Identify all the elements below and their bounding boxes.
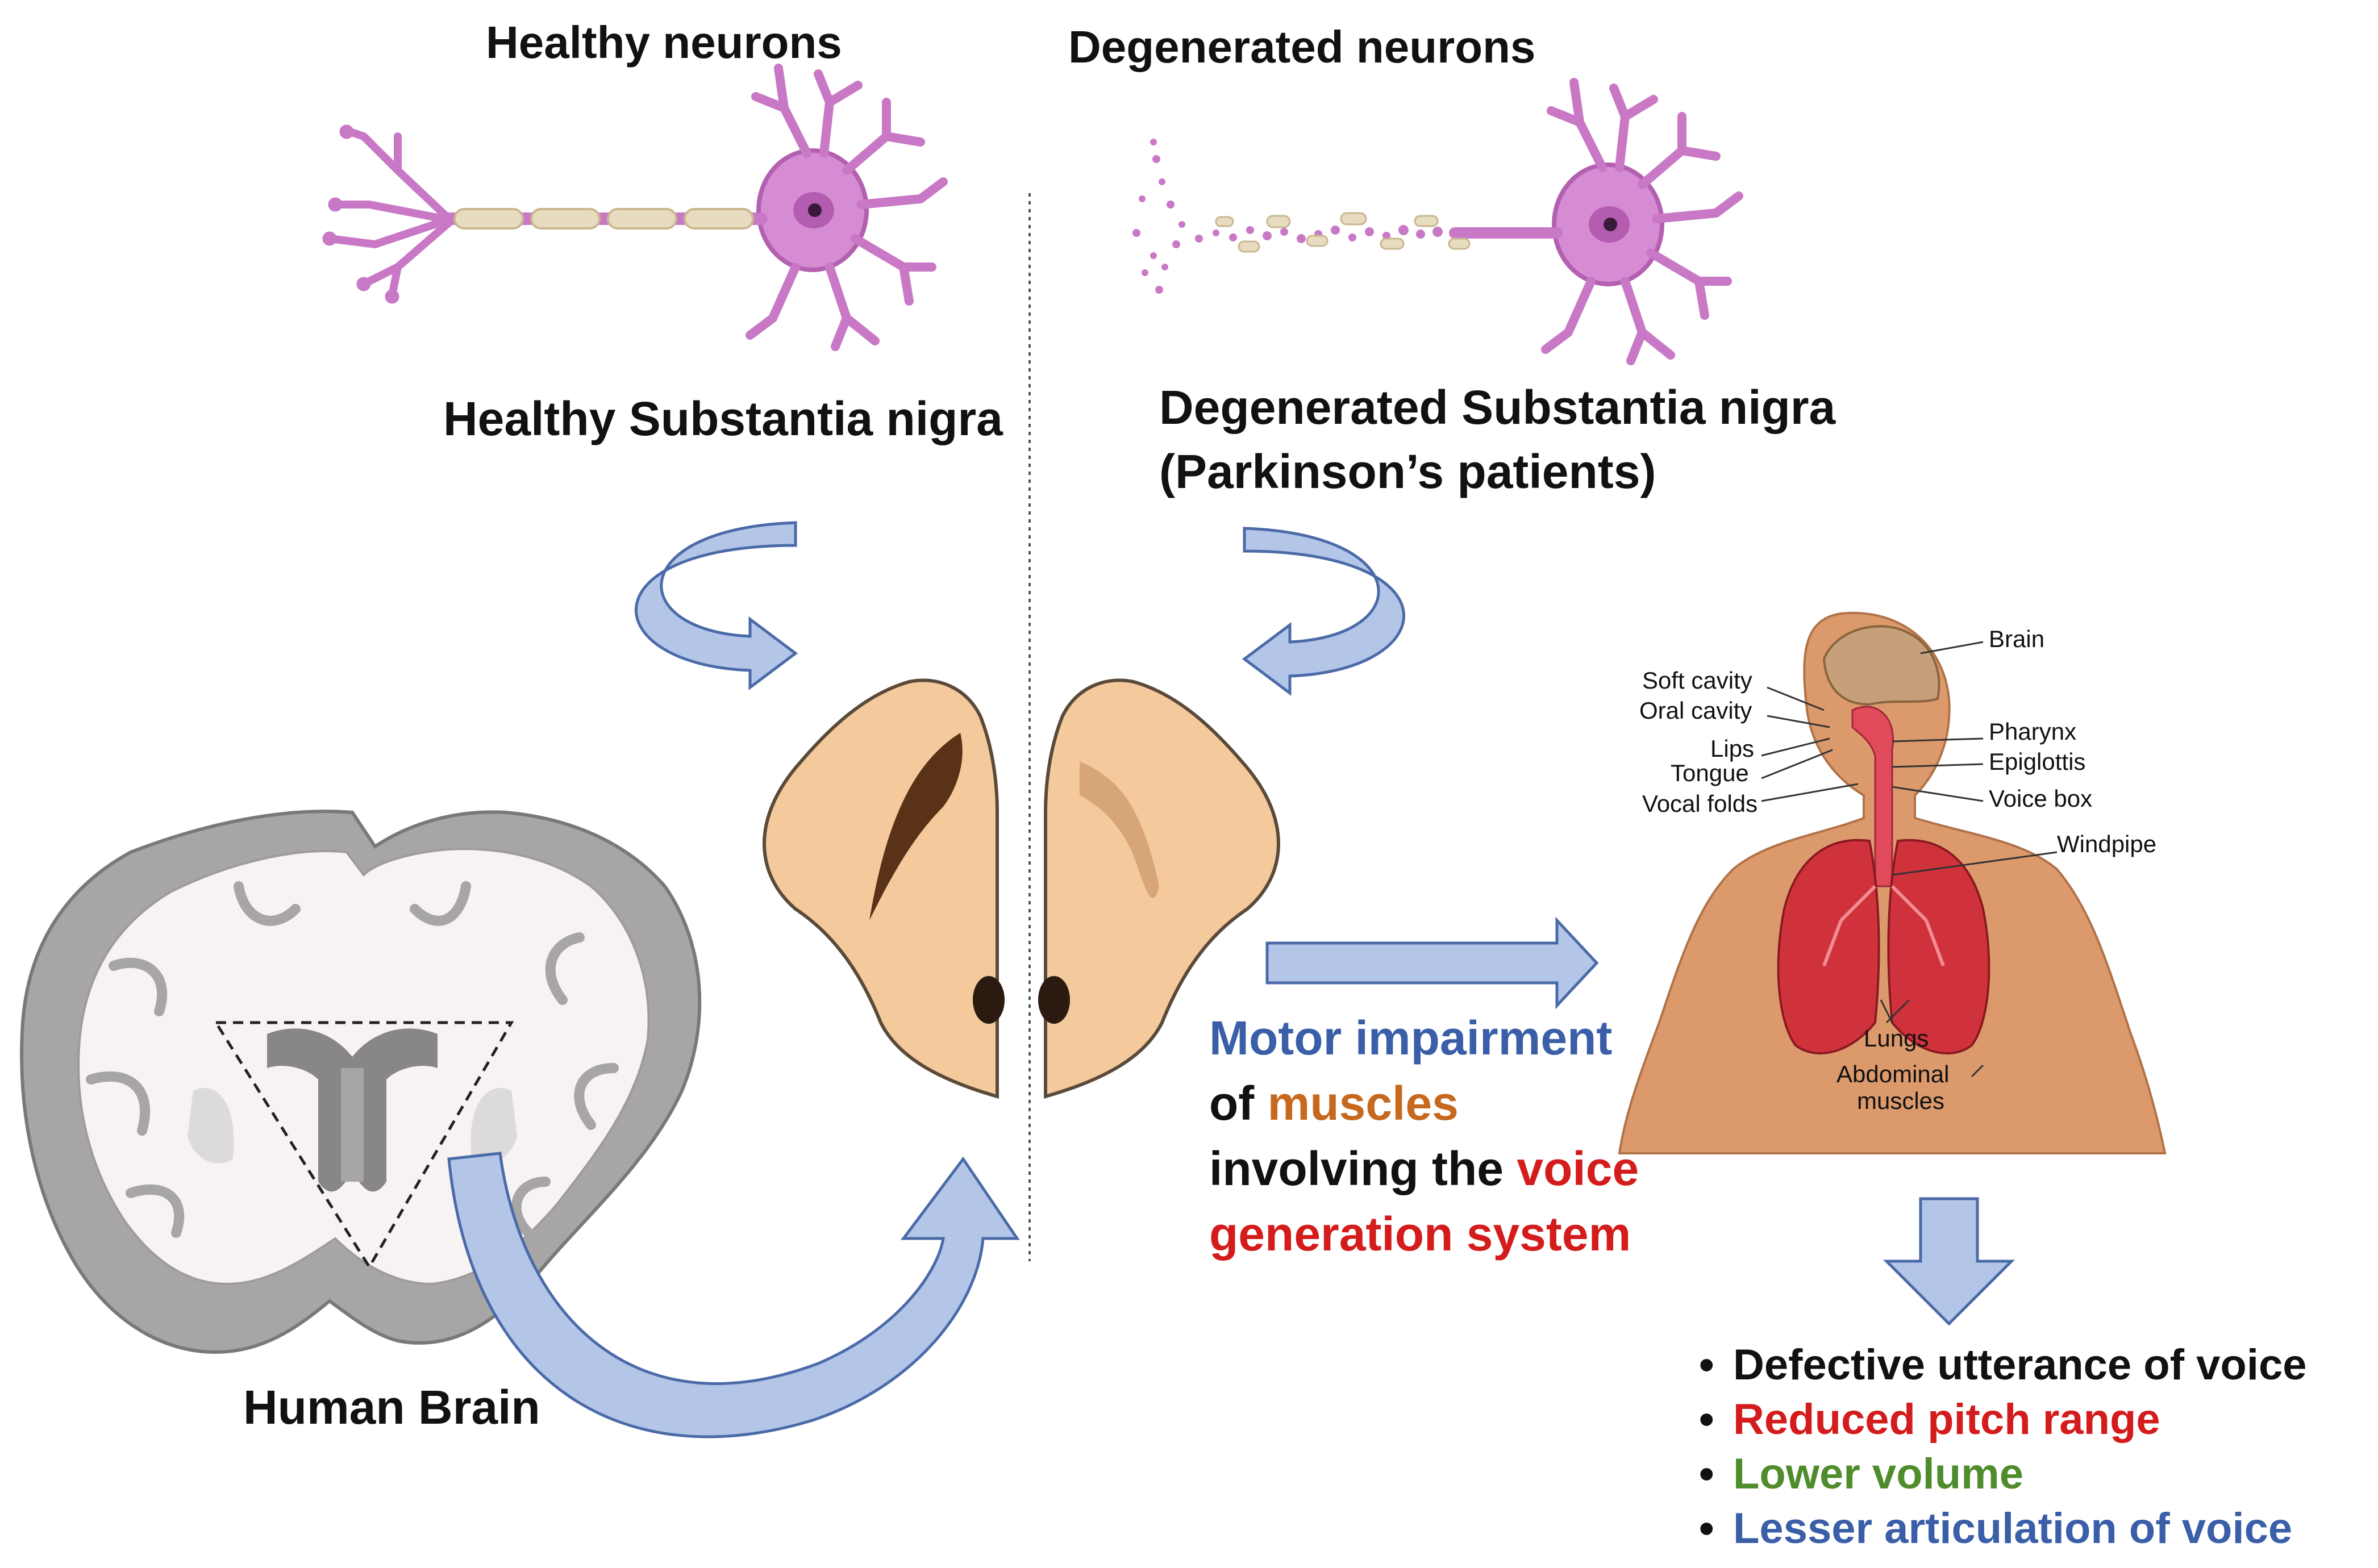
healthy-substantia-nigra-label: Healthy Substantia nigra xyxy=(443,392,1003,445)
anatomy-label-lips: Lips xyxy=(1710,735,1755,762)
involving-voice-text: involving the voice xyxy=(1209,1142,1639,1195)
anatomy-label-vocal-folds: Vocal folds xyxy=(1642,790,1758,817)
brain-to-nigra-arrow xyxy=(447,1152,1020,1438)
anatomy-label-oral-cavity: Oral cavity xyxy=(1639,697,1752,724)
nigra-to-body-arrow xyxy=(1265,916,1599,1010)
effect-text: Reduced pitch range xyxy=(1733,1395,2160,1444)
anatomy-label-brain: Brain xyxy=(1989,625,2045,652)
body-to-effects-arrow xyxy=(1883,1197,2015,1326)
voice-highlight: voice xyxy=(1517,1142,1639,1195)
degenerated-axon-fragments xyxy=(1132,139,1443,294)
motor-impairment-text: Motor impairment xyxy=(1209,1011,1613,1065)
parkinsons-patients-label: (Parkinson’s patients) xyxy=(1159,445,1656,498)
degenerated-curved-arrow xyxy=(1242,527,1405,696)
healthy-curved-arrow xyxy=(635,521,798,690)
voice-effects-list: •Defective utterance of voice •Reduced p… xyxy=(1699,1338,2307,1556)
human-brain-section xyxy=(20,810,702,1354)
anatomy-label-lungs: Lungs xyxy=(1864,1025,1929,1052)
muscles-highlight: muscles xyxy=(1267,1077,1459,1130)
of-muscles-text: of muscles xyxy=(1209,1077,1459,1130)
healthy-neuron-illustration xyxy=(322,64,948,351)
effect-text: Lower volume xyxy=(1733,1450,2023,1498)
degenerated-myelin-fragments xyxy=(1215,212,1471,253)
effect-item: •Reduced pitch range xyxy=(1699,1395,2160,1444)
degenerated-neuron-illustration xyxy=(1449,78,1743,365)
anatomy-label-abdominal: Abdominal xyxy=(1836,1061,1950,1087)
anatomy-label-tongue: Tongue xyxy=(1671,760,1749,786)
effect-text: Lesser articulation of voice xyxy=(1733,1504,2293,1553)
human-brain-label: Human Brain xyxy=(243,1381,540,1434)
anatomy-label-muscles: muscles xyxy=(1857,1087,1945,1114)
anatomy-label-pharynx: Pharynx xyxy=(1989,718,2077,745)
substantia-nigra-section xyxy=(763,678,1280,1099)
anatomy-label-soft-cavity: Soft cavity xyxy=(1642,667,1752,694)
anatomy-pointer-lines xyxy=(1761,641,2058,1078)
anatomy-label-voice-box: Voice box xyxy=(1989,785,2093,812)
effect-text: Defective utterance of voice xyxy=(1733,1341,2307,1389)
degenerated-substantia-nigra-label: Degenerated Substantia nigra xyxy=(1159,381,1836,434)
healthy-neurons-title: Healthy neurons xyxy=(486,17,842,68)
effect-item: •Lower volume xyxy=(1699,1450,2023,1498)
effect-item: •Lesser articulation of voice xyxy=(1699,1504,2293,1553)
anatomy-label-windpipe: Windpipe xyxy=(2057,831,2157,857)
voice-generation-body xyxy=(1618,611,2167,1154)
healthy-myelin-sheaths xyxy=(453,208,754,230)
anatomy-label-epiglottis: Epiglottis xyxy=(1989,748,2086,775)
generation-system-text: generation system xyxy=(1209,1207,1631,1261)
degenerated-neurons-title: Degenerated neurons xyxy=(1068,22,1536,72)
effect-item: •Defective utterance of voice xyxy=(1699,1341,2307,1389)
